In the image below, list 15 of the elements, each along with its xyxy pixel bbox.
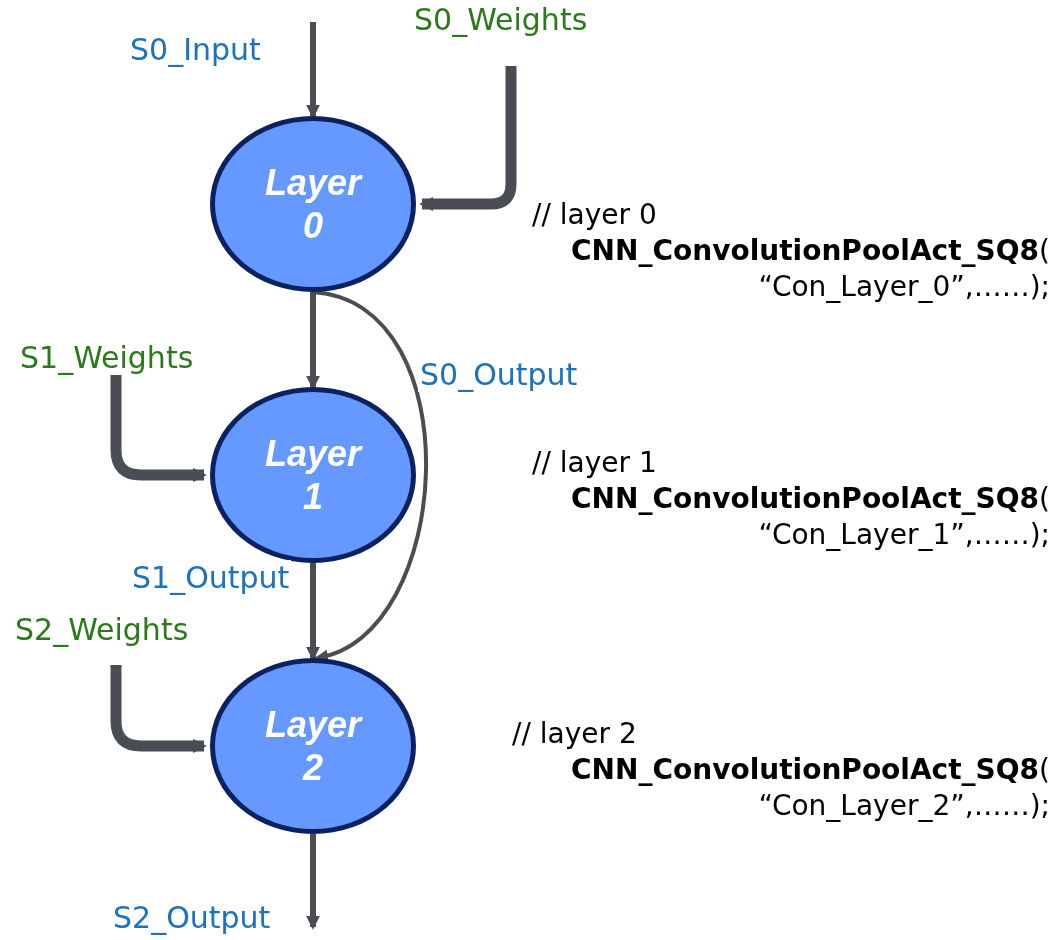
code-comment: // layer 2 [512,717,637,750]
code-line: CNN_ConvolutionPoolAct_SQ8( [571,234,1050,267]
code-comment: // layer 1 [532,446,657,479]
layer-name: Layer 2 [263,703,364,789]
code-line: CNN_ConvolutionPoolAct_SQ8( [571,482,1050,515]
arrow [419,66,517,211]
arrow [306,834,320,930]
layer-name: Layer 0 [263,161,364,247]
code-comment: // layer 0 [532,198,657,231]
code-line: “Con_Layer_1”,……); [758,518,1050,551]
code-line: “Con_Layer_0”,……); [758,270,1050,303]
arrow [110,665,207,753]
code-line: “Con_Layer_2”,……); [758,789,1050,822]
code-line: CNN_ConvolutionPoolAct_SQ8( [571,753,1050,786]
layer-name: Layer 1 [263,432,364,518]
